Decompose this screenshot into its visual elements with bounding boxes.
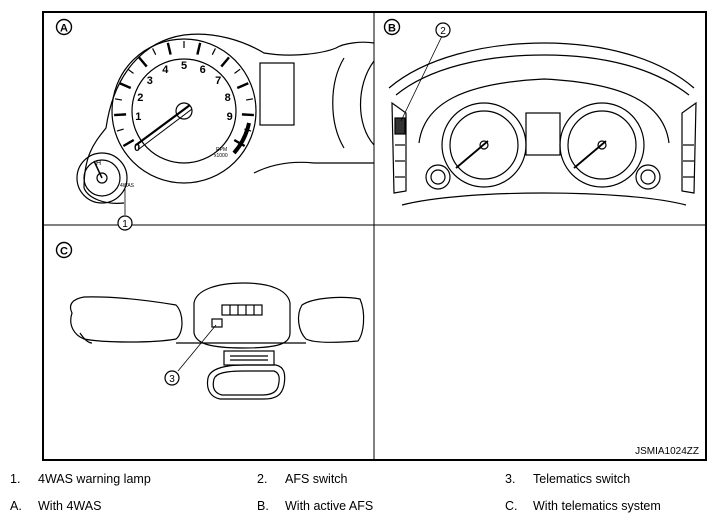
tach-tick xyxy=(220,56,230,68)
tach-tick xyxy=(114,98,123,101)
callout-1: 1 xyxy=(117,189,133,231)
tach-tick xyxy=(196,42,202,55)
tach-tick xyxy=(245,98,254,101)
tach-tick xyxy=(114,113,127,117)
tach-numeral: 9 xyxy=(227,111,233,123)
tach-tick xyxy=(122,138,135,148)
tach-numeral: 1 xyxy=(135,111,141,123)
figure-code: JSMIA1024ZZ xyxy=(635,446,699,457)
tach-tick xyxy=(244,128,252,132)
tach-tick xyxy=(166,42,172,55)
tach-tick xyxy=(127,68,134,74)
four-was-lamp: 4WAS xyxy=(120,183,135,189)
svg-text:C: C xyxy=(60,246,68,258)
tach-tick xyxy=(211,48,216,55)
tach-tick xyxy=(138,56,148,68)
tach-numeral: 6 xyxy=(200,64,206,76)
tach-numeral: 2 xyxy=(137,92,143,104)
svg-text:3: 3 xyxy=(169,374,175,385)
tach-tick xyxy=(241,113,254,117)
panel-c-console xyxy=(69,282,365,400)
tach-numeral: 8 xyxy=(225,92,231,104)
tach-tick xyxy=(152,48,157,55)
callout-3: 3 xyxy=(164,324,217,386)
tach-numeral: 7 xyxy=(215,75,221,87)
legend-row-lettered: A. With 4WAS B. With active AFS C. With … xyxy=(10,499,661,513)
panel-a-label: A xyxy=(55,18,73,36)
tach-tick xyxy=(233,138,246,148)
panel-c-label: C xyxy=(55,241,73,259)
callout-2: 2 xyxy=(400,22,451,122)
tach-tick xyxy=(236,82,249,90)
svg-text:1: 1 xyxy=(122,219,128,230)
tach-tick xyxy=(119,82,132,90)
tach-numeral: 4 xyxy=(162,64,169,76)
tach-tick xyxy=(116,128,124,132)
svg-text:B: B xyxy=(388,23,396,35)
svg-text:A: A xyxy=(60,23,68,35)
tach-numeral: 3 xyxy=(147,75,153,87)
panel-b-cluster xyxy=(388,42,697,206)
tach-zero: 0 xyxy=(134,142,140,154)
temp-h-mark: H xyxy=(96,160,101,167)
tach-numeral: 5 xyxy=(181,60,187,72)
panel-a-cluster xyxy=(76,33,375,204)
panel-b-label: B xyxy=(383,18,401,36)
legend-row-numbered: 1. 4WAS warning lamp 2. AFS switch 3. Te… xyxy=(10,472,631,486)
tach-ticks xyxy=(114,41,254,148)
svg-text:2: 2 xyxy=(440,26,446,37)
tach-tick xyxy=(234,68,241,74)
